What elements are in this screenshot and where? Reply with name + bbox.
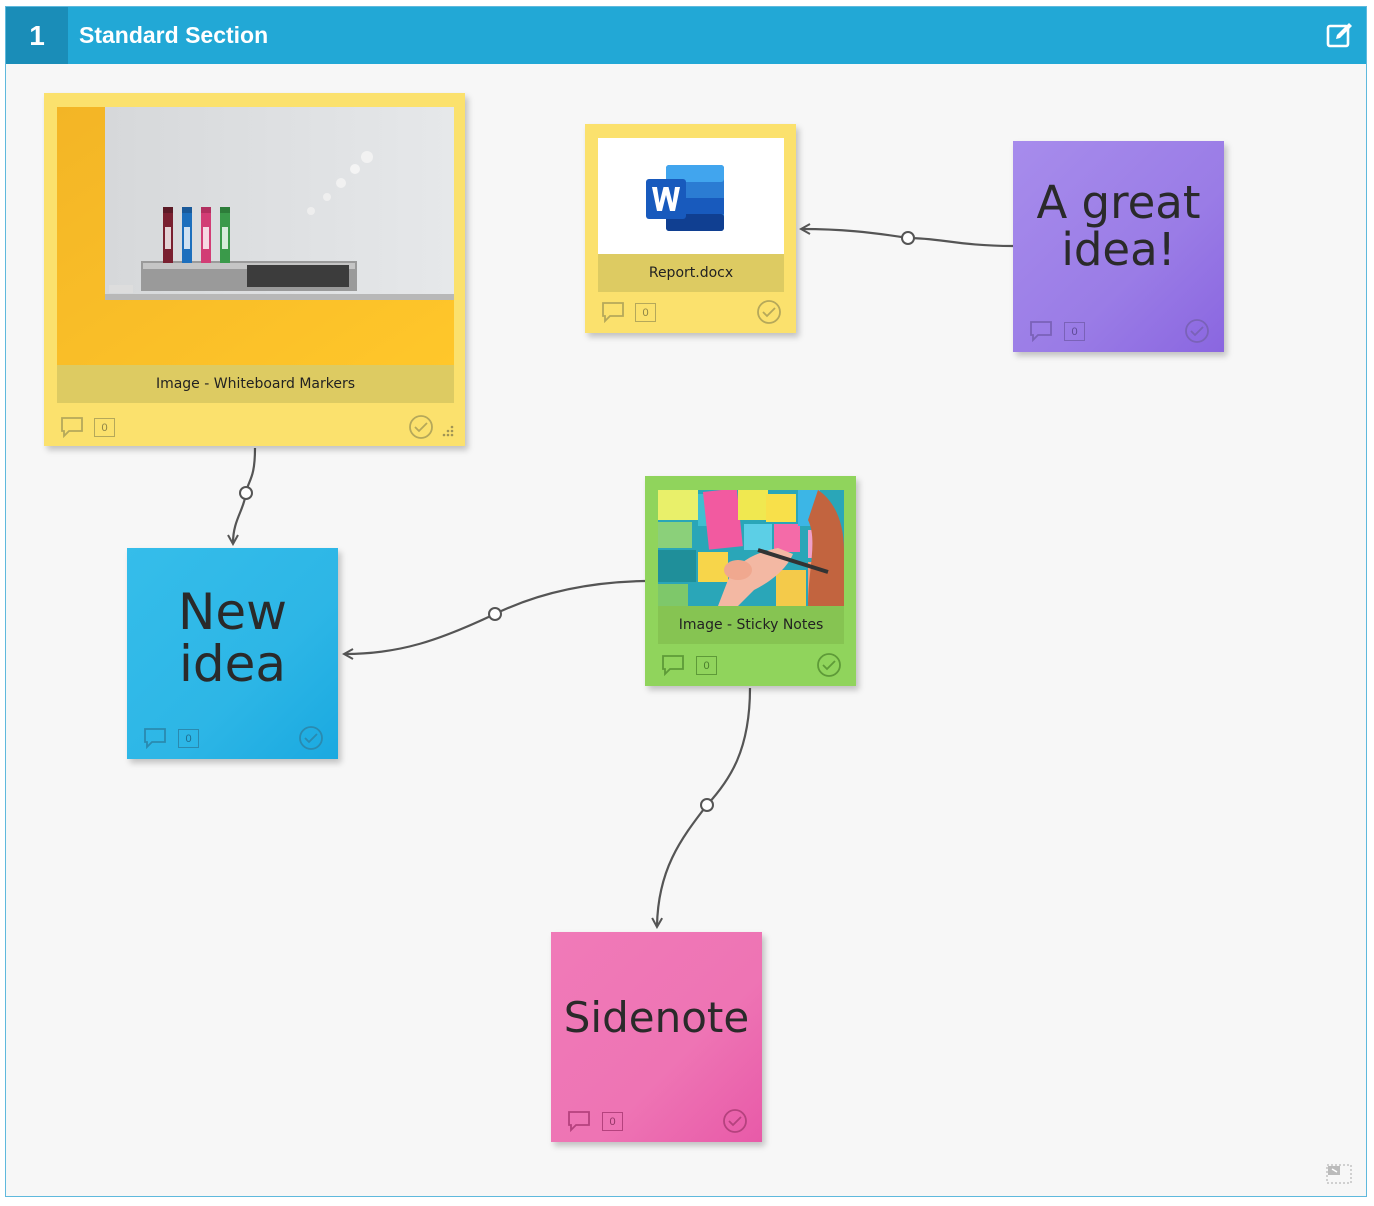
word-doc-icon: [646, 163, 726, 237]
check-circle-icon[interactable]: [756, 299, 782, 329]
card-footer: 0: [1013, 312, 1224, 352]
card-whiteboard-markers[interactable]: Image - Whiteboard Markers 0: [44, 93, 465, 446]
card-sidenote[interactable]: Sidenote 0: [551, 932, 762, 1142]
check-circle-icon[interactable]: [298, 725, 324, 755]
section-number: 1: [6, 7, 68, 64]
card-footer: 0: [645, 646, 856, 686]
comment-icon[interactable]: [60, 416, 84, 442]
comment-count: 0: [1064, 322, 1085, 341]
section-header: 1 Standard Section: [6, 7, 1366, 64]
note-text: New idea: [177, 583, 288, 693]
section-title[interactable]: Standard Section: [79, 22, 269, 48]
check-circle-icon[interactable]: [1184, 318, 1210, 348]
comment-count: 0: [94, 418, 115, 437]
comment-count: 0: [178, 729, 199, 748]
resize-icon[interactable]: [441, 423, 455, 442]
whiteboard-image: [57, 107, 454, 365]
comment-count: 0: [696, 656, 717, 675]
comment-icon[interactable]: [1029, 320, 1053, 346]
fit-view-icon[interactable]: [1326, 1164, 1352, 1184]
check-circle-icon[interactable]: [722, 1108, 748, 1138]
card-footer: 0: [551, 1102, 762, 1142]
card-caption: Report.docx: [598, 254, 784, 292]
card-footer: 0: [127, 719, 338, 759]
card-footer: 0: [44, 406, 465, 446]
note-text: A great idea!: [1036, 176, 1201, 276]
card-footer: 0: [585, 293, 796, 333]
sticky-notes-image: [658, 490, 844, 606]
card-sticky-notes[interactable]: Image - Sticky Notes 0: [645, 476, 856, 686]
note-text: Sidenote: [563, 993, 750, 1042]
card-report-docx[interactable]: Report.docx 0: [585, 124, 796, 333]
check-circle-icon[interactable]: [816, 652, 842, 682]
card-caption: Image - Sticky Notes: [658, 606, 844, 644]
comment-count: 0: [635, 303, 656, 322]
card-caption: Image - Whiteboard Markers: [57, 365, 454, 403]
card-new-idea[interactable]: New idea 0: [127, 548, 338, 759]
comment-icon[interactable]: [661, 654, 685, 680]
card-great-idea[interactable]: A great idea! 0: [1013, 141, 1224, 352]
comment-icon[interactable]: [601, 301, 625, 327]
document-preview: [598, 138, 784, 254]
check-circle-icon[interactable]: [408, 414, 434, 444]
comment-count: 0: [602, 1112, 623, 1131]
comment-icon[interactable]: [143, 727, 167, 753]
comment-icon[interactable]: [567, 1110, 591, 1136]
edit-icon[interactable]: [1324, 20, 1356, 52]
